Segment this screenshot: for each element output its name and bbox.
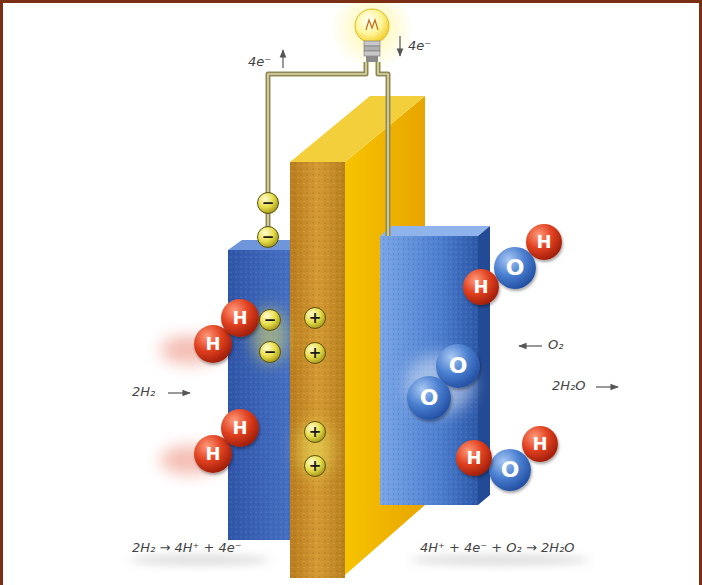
hydrogen-atom: H xyxy=(221,409,259,447)
charge-sign: + xyxy=(309,346,322,361)
wire-outer xyxy=(378,62,388,236)
charge-particle: − xyxy=(257,192,279,214)
flow-arrow xyxy=(399,36,400,56)
light-bulb xyxy=(355,9,389,62)
anode-texture xyxy=(228,250,300,540)
charge-particle: + xyxy=(304,342,326,364)
flow-arrow xyxy=(168,392,190,393)
oxygen-atom: O xyxy=(489,449,531,491)
membrane-front xyxy=(290,162,345,578)
charge-sign: − xyxy=(264,313,277,328)
atom-symbol: H xyxy=(232,309,247,327)
atom-symbol: O xyxy=(420,387,439,409)
atom-symbol: H xyxy=(466,449,481,467)
formula-label: 2H₂ xyxy=(132,384,155,400)
charge-particle: − xyxy=(259,341,281,363)
atom-symbol: H xyxy=(205,335,220,353)
formula-label: 4e⁻ xyxy=(248,54,271,70)
atom-symbol: H xyxy=(232,419,247,437)
atom-symbol: H xyxy=(536,233,551,251)
charge-particle: − xyxy=(259,309,281,331)
formula-label: 4e⁻ xyxy=(408,38,431,54)
formula-label: 2H₂ → 4H⁺ + 4e⁻ xyxy=(132,540,242,556)
flow-arrow xyxy=(282,50,283,68)
flow-arrow xyxy=(519,345,542,346)
atom-symbol: H xyxy=(473,278,488,296)
atom-symbol: O xyxy=(449,355,468,377)
flow-arrow xyxy=(596,386,618,387)
charge-sign: + xyxy=(309,425,322,440)
charge-sign: − xyxy=(264,345,277,360)
flow-arrow xyxy=(168,36,618,393)
bulb-base xyxy=(366,56,378,62)
bulb-filament xyxy=(366,20,378,30)
charge-particle: + xyxy=(304,455,326,477)
charge-particle: − xyxy=(257,226,279,248)
oxygen-atom: O xyxy=(494,247,536,289)
formula-label: 4H⁺ + 4e⁻ + O₂ → 2H₂O xyxy=(420,540,574,556)
hydrogen-atom: H xyxy=(522,426,558,462)
bulb-glass xyxy=(355,9,389,43)
formula-label: O₂ xyxy=(548,337,563,353)
hydrogen-atom: H xyxy=(221,299,259,337)
hydrogen-atom: H xyxy=(456,440,492,476)
atom-symbol: H xyxy=(205,445,220,463)
charge-particle: + xyxy=(304,307,326,329)
bulb-base xyxy=(364,51,380,56)
charge-sign: + xyxy=(309,311,322,326)
glow xyxy=(297,421,333,477)
cathode-top xyxy=(380,226,490,236)
shadow xyxy=(410,554,590,566)
hydrogen-atom: H xyxy=(463,269,499,305)
charge-particle: + xyxy=(304,421,326,443)
wire-inner xyxy=(378,62,388,236)
membrane-top xyxy=(290,96,425,162)
membrane-texture xyxy=(290,162,345,578)
oxygen-atom: O xyxy=(407,376,451,420)
particle-glow xyxy=(130,308,590,566)
shadow xyxy=(130,554,270,566)
bulb-base xyxy=(364,46,380,51)
charge-sign: − xyxy=(262,230,275,245)
charge-sign: + xyxy=(309,459,322,474)
anode-front xyxy=(228,250,300,540)
atom-symbol: O xyxy=(501,459,520,481)
atom-symbol: H xyxy=(532,435,547,453)
formula-label: 2H₂O xyxy=(552,378,586,394)
bulb-glow xyxy=(330,0,414,70)
charge-sign: − xyxy=(262,196,275,211)
bulb-base xyxy=(364,41,380,46)
atom-symbol: O xyxy=(506,257,525,279)
